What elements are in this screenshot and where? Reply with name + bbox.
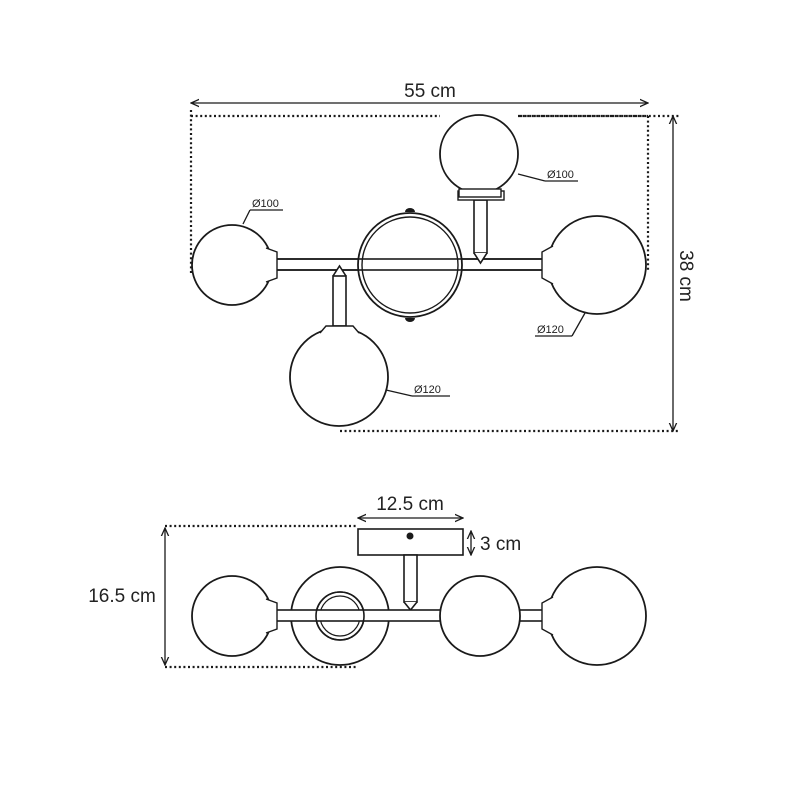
top-globe [439, 114, 519, 194]
bottom-globe-diameter-callout: Ø120 [385, 384, 450, 397]
right-globe-diameter: Ø120 [537, 324, 564, 336]
width-label: 55 cm [404, 81, 456, 102]
right-globe [547, 215, 647, 315]
side-right-globe [547, 566, 647, 666]
side-mid-right-globe [439, 575, 521, 657]
canopy-height-label: 3 cm [480, 534, 521, 555]
canopy-screw [406, 532, 414, 540]
top-view-bounding-box [189, 110, 680, 433]
top-view: 55 cm 38 cm [189, 81, 696, 433]
top-globe-diameter-callout: Ø100 [517, 169, 578, 182]
right-globe-diameter-callout: Ø120 [535, 312, 586, 337]
bottom-stem [332, 264, 347, 327]
side-view: 16.5 cm 12.5 cm 3 cm [88, 494, 647, 669]
canopy-width-label: 12.5 cm [376, 494, 444, 515]
side-left-globe [191, 575, 273, 657]
bottom-globe [289, 327, 389, 427]
left-globe-diameter-callout: Ø100 [242, 198, 283, 225]
height-label: 38 cm [675, 250, 696, 302]
bottom-globe-diameter: Ø120 [414, 384, 441, 396]
top-globe-diameter: Ø100 [547, 169, 574, 181]
side-stem [403, 554, 418, 603]
left-globe-diameter: Ø100 [252, 198, 279, 210]
left-globe [191, 224, 273, 306]
total-height-label: 16.5 cm [88, 586, 156, 607]
top-stem [457, 190, 505, 265]
